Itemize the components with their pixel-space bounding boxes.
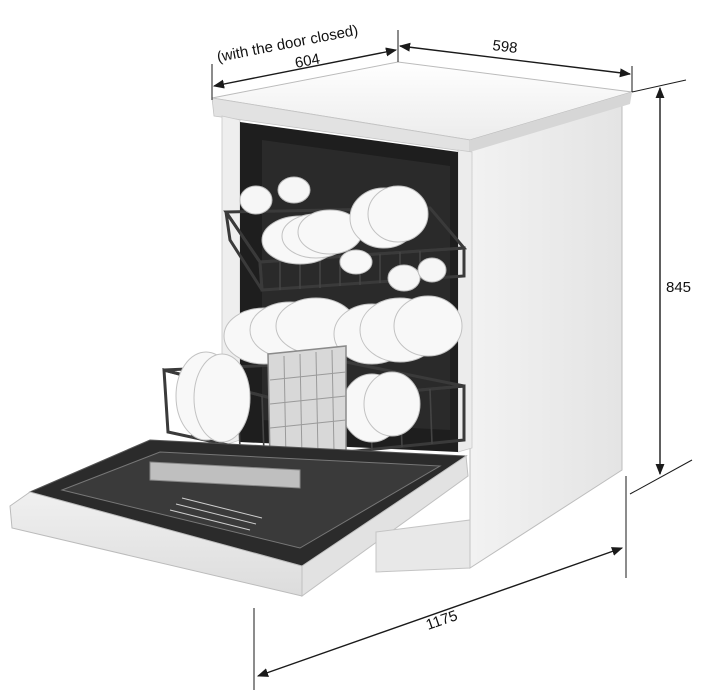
label-845: 845 (666, 279, 691, 296)
cutlery-basket (267, 345, 347, 463)
ext-line-height-top (631, 79, 687, 93)
ext-line-height-bottom (629, 459, 693, 495)
dimension-line-1175 (256, 547, 624, 677)
open-door (9, 439, 471, 597)
note-with-door-closed: (with the door closed) (216, 22, 360, 66)
upper-cups (239, 176, 447, 292)
side-panel (469, 103, 623, 569)
label-598: 598 (492, 37, 519, 57)
label-604: 604 (294, 50, 322, 71)
top-worktop-side-edge (470, 92, 632, 152)
label-1175: 1175 (424, 607, 460, 634)
door-tray-rail (149, 461, 301, 489)
upper-plates (261, 185, 429, 275)
dishwasher-illustration (9, 61, 633, 597)
dimension-line-604 (212, 47, 398, 89)
lower-plates (175, 295, 463, 443)
dimension-line-598 (398, 42, 632, 78)
